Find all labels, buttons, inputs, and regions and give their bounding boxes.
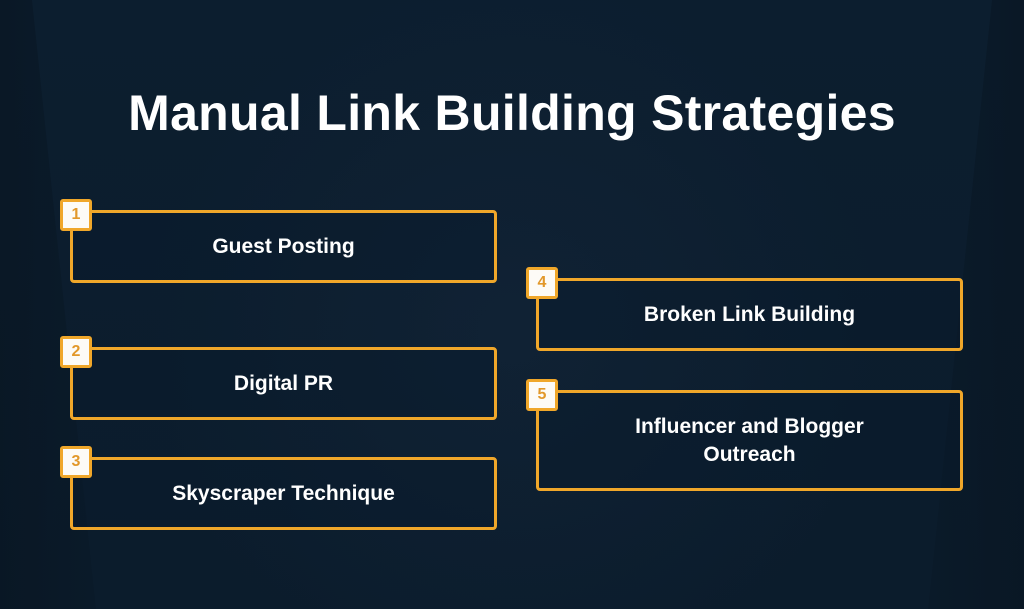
strategy-number-badge: 3 bbox=[60, 446, 92, 478]
page-title: Manual Link Building Strategies bbox=[128, 85, 896, 141]
strategy-number-badge: 1 bbox=[60, 199, 92, 231]
strategy-card-guest-posting: Guest Posting bbox=[70, 210, 497, 283]
strategy-number-badge: 2 bbox=[60, 336, 92, 368]
strategy-number-badge: 5 bbox=[526, 379, 558, 411]
strategy-label: Broken Link Building bbox=[643, 302, 856, 326]
strategy-label: Skyscraper Technique bbox=[172, 481, 395, 505]
strategy-card-influencer-outreach: Influencer and Blogger Outreach bbox=[536, 390, 963, 491]
strategy-label: Influencer and Blogger Outreach bbox=[635, 414, 864, 466]
strategy-number-badge: 4 bbox=[526, 267, 558, 299]
strategy-label: Digital PR bbox=[233, 371, 334, 395]
strategy-card-broken-link-building: Broken Link Building bbox=[536, 278, 963, 351]
strategy-card-digital-pr: Digital PR bbox=[70, 347, 497, 420]
strategy-label: Guest Posting bbox=[212, 234, 355, 258]
strategy-card-skyscraper-technique: Skyscraper Technique bbox=[70, 457, 497, 530]
